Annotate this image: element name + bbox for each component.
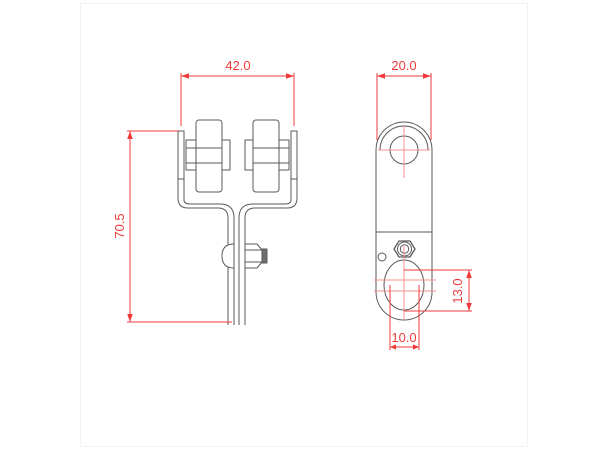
roller-wheel-left <box>177 119 231 193</box>
dimension-height-13 <box>404 269 472 312</box>
dimension-height-70-5 <box>127 130 232 323</box>
roller-wheel-right <box>244 119 298 193</box>
dimension-label-13: 13.0 <box>450 278 465 303</box>
drawing-frame <box>80 3 528 447</box>
dimension-width-20 <box>376 73 432 140</box>
dimension-width-10 <box>389 285 420 350</box>
bracket-rod-right <box>238 131 298 325</box>
front-view <box>177 119 298 325</box>
center-bolt-assembly <box>221 243 268 269</box>
dimension-width-42 <box>180 73 295 126</box>
bracket-rod-left <box>177 131 235 325</box>
dimension-label-42: 42.0 <box>225 58 250 73</box>
dimension-label-70-5: 70.5 <box>112 213 127 238</box>
centerlines <box>374 126 436 320</box>
dimension-label-20: 20.0 <box>391 58 416 73</box>
dimension-label-10: 10.0 <box>391 330 416 345</box>
